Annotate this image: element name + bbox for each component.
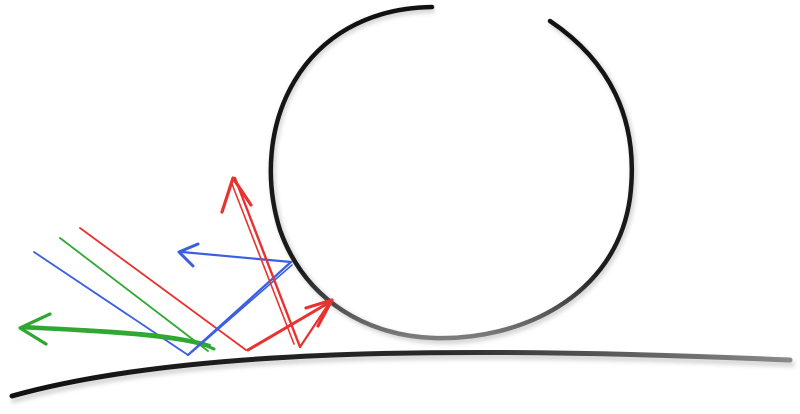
open-circle: [268, 4, 637, 345]
incident-ray-green: [59, 237, 209, 352]
blue-arrowhead: [177, 242, 200, 268]
green-reflected-arrow: [18, 312, 216, 351]
red-reflected-arrows: [220, 176, 334, 352]
red-arrowhead-upper: [220, 176, 253, 214]
blue-reflected-arrow: [177, 242, 293, 357]
green-arrowhead: [18, 312, 52, 346]
incident-ray-blue: [33, 251, 189, 356]
ground-surface: [9, 349, 795, 403]
red-arrowhead-lower: [304, 298, 334, 328]
